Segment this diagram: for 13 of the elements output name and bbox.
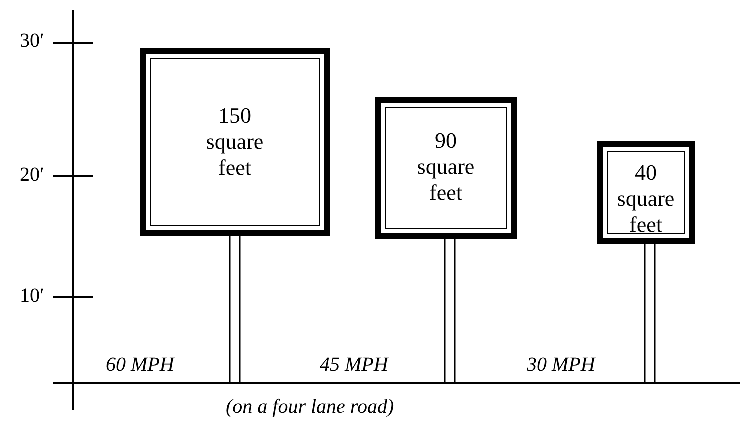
sign-area-text: 90 square feet: [416, 128, 476, 206]
sign-area-text: 150 square feet: [205, 103, 265, 181]
sign-board: [597, 141, 695, 244]
height-tick-label: 10′: [20, 285, 44, 308]
height-tick-label: 30′: [20, 30, 44, 53]
sign-board: [375, 97, 517, 239]
speed-label: 60 MPH: [106, 354, 174, 377]
caption: (on a four lane road): [226, 396, 394, 419]
sign-board: [140, 48, 330, 236]
height-tick-label: 20′: [20, 164, 44, 187]
speed-label: 30 MPH: [527, 354, 596, 377]
sign-area-text: 40 square feet: [616, 160, 676, 238]
speed-label: 45 MPH: [320, 354, 388, 377]
